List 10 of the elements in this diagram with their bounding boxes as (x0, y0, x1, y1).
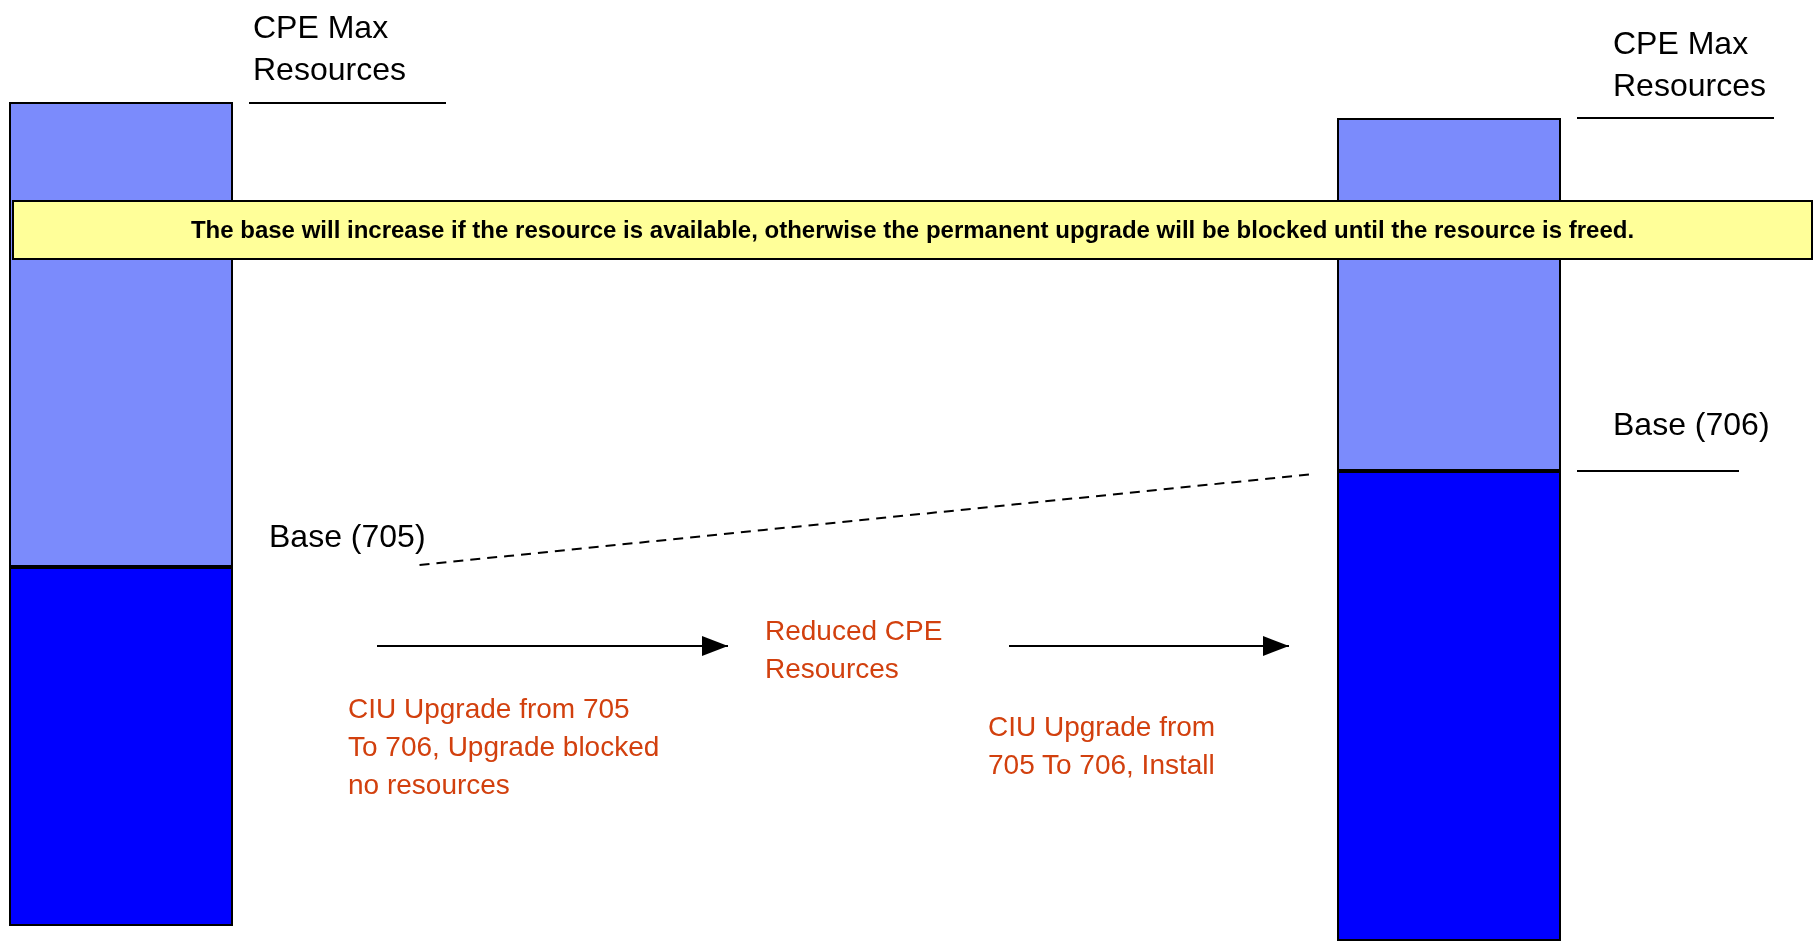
level-label: CPE Max Resources (253, 8, 407, 89)
note-tooltip: The base will increase if the resource is available, otherwise the permanent upgrade will be blocked until the resource is freed. (12, 200, 1813, 260)
level-label: Base (706) (1613, 405, 1770, 444)
arrow (376, 636, 729, 656)
base-label: Base (705) (269, 516, 426, 556)
state-label: Reduced CPE Resources (765, 612, 975, 688)
arrow (1008, 636, 1290, 656)
bar-segment (9, 567, 233, 926)
level-label: CPE Max Resources (1613, 24, 1767, 105)
bar-segment (1337, 471, 1561, 941)
